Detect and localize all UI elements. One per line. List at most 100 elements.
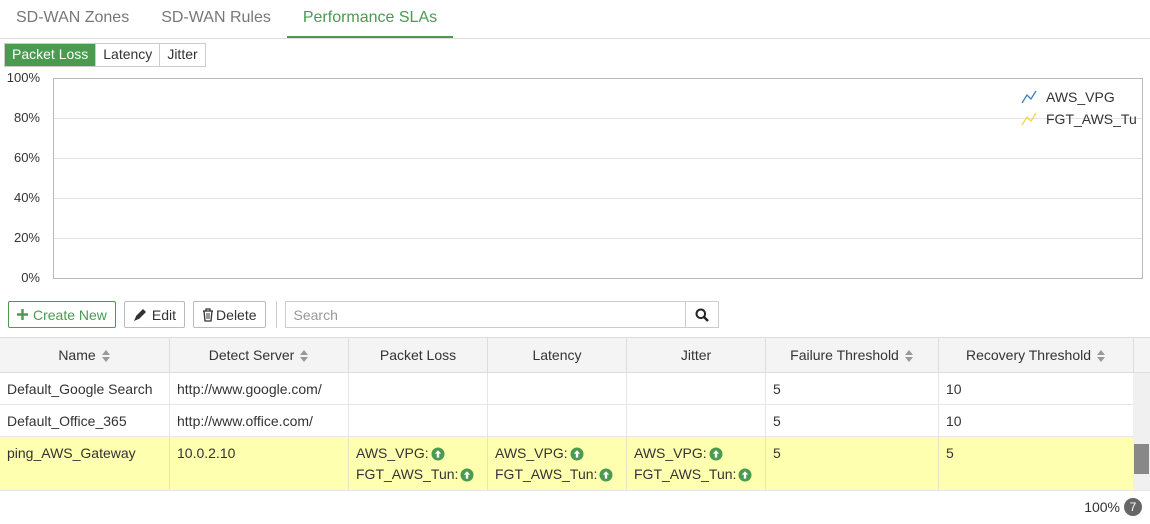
- chart-frame: [53, 78, 1143, 279]
- y-tick-label: 80%: [13, 110, 40, 125]
- cell-packet-loss: [349, 405, 488, 436]
- delete-button[interactable]: Delete: [193, 301, 266, 328]
- search-icon: [695, 308, 709, 322]
- entry-count-badge: 7: [1124, 498, 1142, 516]
- column-header-jitter[interactable]: Jitter: [627, 338, 766, 373]
- status-line: AWS_VPG:: [495, 443, 619, 464]
- table-header: Name Detect Server Packet Loss Latency J…: [0, 337, 1150, 373]
- column-header-label: Detect Server: [208, 347, 295, 363]
- column-header-recovery-threshold[interactable]: Recovery Threshold: [939, 338, 1134, 373]
- status-label: FGT_AWS_Tun:: [634, 466, 737, 482]
- table-row[interactable]: Default_Google Search http://www.google.…: [0, 373, 1150, 405]
- cell-latency: AWS_VPG: FGT_AWS_Tun:: [488, 437, 627, 490]
- create-new-label: Create New: [33, 306, 107, 323]
- sla-chart: 100% 80% 60% 40% 20% 0% AWS_VPG FGT_AWS_Tu: [0, 70, 1150, 290]
- column-header-label: Jitter: [680, 347, 712, 363]
- status-label: AWS_VPG:: [634, 445, 707, 461]
- column-header-label: Name: [58, 347, 96, 363]
- status-label: FGT_AWS_Tun:: [495, 466, 598, 482]
- scrollbar-thumb[interactable]: [1134, 444, 1149, 474]
- cell-failure-threshold: 5: [766, 373, 939, 404]
- status-line: AWS_VPG:: [356, 443, 480, 464]
- table-row-selected[interactable]: ping_AWS_Gateway 10.0.2.10 AWS_VPG: FGT_…: [0, 437, 1150, 491]
- edit-button[interactable]: Edit: [123, 301, 186, 328]
- sort-icon: [299, 349, 309, 363]
- delete-label: Delete: [216, 306, 257, 323]
- column-header-packet-loss[interactable]: Packet Loss: [349, 338, 488, 373]
- status-line: AWS_VPG:: [634, 443, 758, 464]
- legend-label: AWS_VPG: [1046, 89, 1115, 105]
- status-label: FGT_AWS_Tun:: [356, 466, 459, 482]
- sort-icon: [904, 349, 914, 363]
- trash-icon: [202, 307, 214, 322]
- status-up-icon: [599, 468, 613, 482]
- cell-recovery-threshold: 5: [939, 437, 1134, 490]
- column-header-failure-threshold[interactable]: Failure Threshold: [766, 338, 939, 373]
- legend-item-fgt-aws-tu[interactable]: FGT_AWS_Tu: [1020, 108, 1137, 130]
- y-tick-label: 60%: [13, 150, 40, 165]
- column-header-name[interactable]: Name: [0, 338, 170, 373]
- tab-sdwan-zones[interactable]: SD-WAN Zones: [16, 9, 130, 26]
- status-up-icon: [460, 468, 474, 482]
- plus-icon: [17, 309, 28, 320]
- column-header-label: Latency: [532, 347, 582, 363]
- tab-packet-loss[interactable]: Packet Loss: [5, 44, 97, 66]
- column-header-latency[interactable]: Latency: [488, 338, 627, 373]
- y-tick-label: 40%: [13, 190, 40, 205]
- status-up-icon: [570, 447, 584, 461]
- chart-plot-area: [53, 78, 1143, 279]
- tab-performance-slas[interactable]: Performance SLAs: [286, 0, 454, 38]
- status-up-icon: [709, 447, 723, 461]
- cell-failure-threshold: 5: [766, 405, 939, 436]
- sort-icon: [1096, 349, 1106, 363]
- y-tick-label: 0%: [21, 270, 40, 285]
- search-button[interactable]: [684, 301, 719, 328]
- create-new-button[interactable]: Create New: [8, 301, 116, 328]
- table-row[interactable]: Default_Office_365 http://www.office.com…: [0, 405, 1150, 437]
- column-header-spacer: [1134, 338, 1150, 373]
- cell-latency: [488, 373, 627, 404]
- chart-legend: AWS_VPG FGT_AWS_Tu: [1020, 86, 1137, 130]
- pencil-icon: [133, 308, 147, 322]
- toolbar-divider: [275, 301, 277, 328]
- cell-name: ping_AWS_Gateway: [0, 437, 170, 490]
- search-input[interactable]: [284, 301, 685, 328]
- cell-packet-loss: [349, 373, 488, 404]
- status-label: AWS_VPG:: [495, 445, 568, 461]
- column-header-label: Recovery Threshold: [965, 347, 1092, 363]
- cell-name: Default_Google Search: [0, 373, 170, 404]
- tab-jitter[interactable]: Jitter: [160, 44, 205, 66]
- legend-line-icon: [1021, 90, 1037, 104]
- column-header-label: Failure Threshold: [790, 347, 899, 363]
- cell-recovery-threshold: 10: [939, 373, 1134, 404]
- tab-sdwan-rules[interactable]: SD-WAN Rules: [161, 9, 271, 26]
- y-tick-label: 100%: [6, 70, 40, 85]
- zoom-level: 100%: [1084, 499, 1120, 515]
- table-toolbar: Create New Edit Delete: [8, 301, 719, 328]
- cell-detect-server: 10.0.2.10: [170, 437, 349, 490]
- y-tick-label: 20%: [13, 230, 40, 245]
- performance-sla-table: Name Detect Server Packet Loss Latency J…: [0, 337, 1150, 491]
- legend-line-icon: [1021, 112, 1037, 126]
- cell-detect-server: http://www.google.com/: [170, 373, 349, 404]
- cell-detect-server: http://www.office.com/: [170, 405, 349, 436]
- status-label: AWS_VPG:: [356, 445, 429, 461]
- cell-failure-threshold: 5: [766, 437, 939, 490]
- edit-label: Edit: [151, 306, 177, 323]
- status-line: FGT_AWS_Tun:: [356, 464, 480, 485]
- table-scrollbar[interactable]: [1133, 373, 1150, 490]
- cell-packet-loss: AWS_VPG: FGT_AWS_Tun:: [349, 437, 488, 490]
- cell-latency: [488, 405, 627, 436]
- column-header-label: Packet Loss: [379, 347, 457, 363]
- status-line: FGT_AWS_Tun:: [634, 464, 758, 485]
- legend-item-aws-vpg[interactable]: AWS_VPG: [1020, 86, 1137, 108]
- cell-name: Default_Office_365: [0, 405, 170, 436]
- table-footer: 100% 7: [1084, 498, 1142, 516]
- column-header-detect-server[interactable]: Detect Server: [170, 338, 349, 373]
- cell-jitter: AWS_VPG: FGT_AWS_Tun:: [627, 437, 766, 490]
- status-up-icon: [431, 447, 445, 461]
- status-up-icon: [738, 468, 752, 482]
- tab-latency[interactable]: Latency: [96, 44, 161, 66]
- top-tab-bar: SD-WAN Zones SD-WAN Rules Performance SL…: [0, 0, 1150, 39]
- cell-recovery-threshold: 10: [939, 405, 1134, 436]
